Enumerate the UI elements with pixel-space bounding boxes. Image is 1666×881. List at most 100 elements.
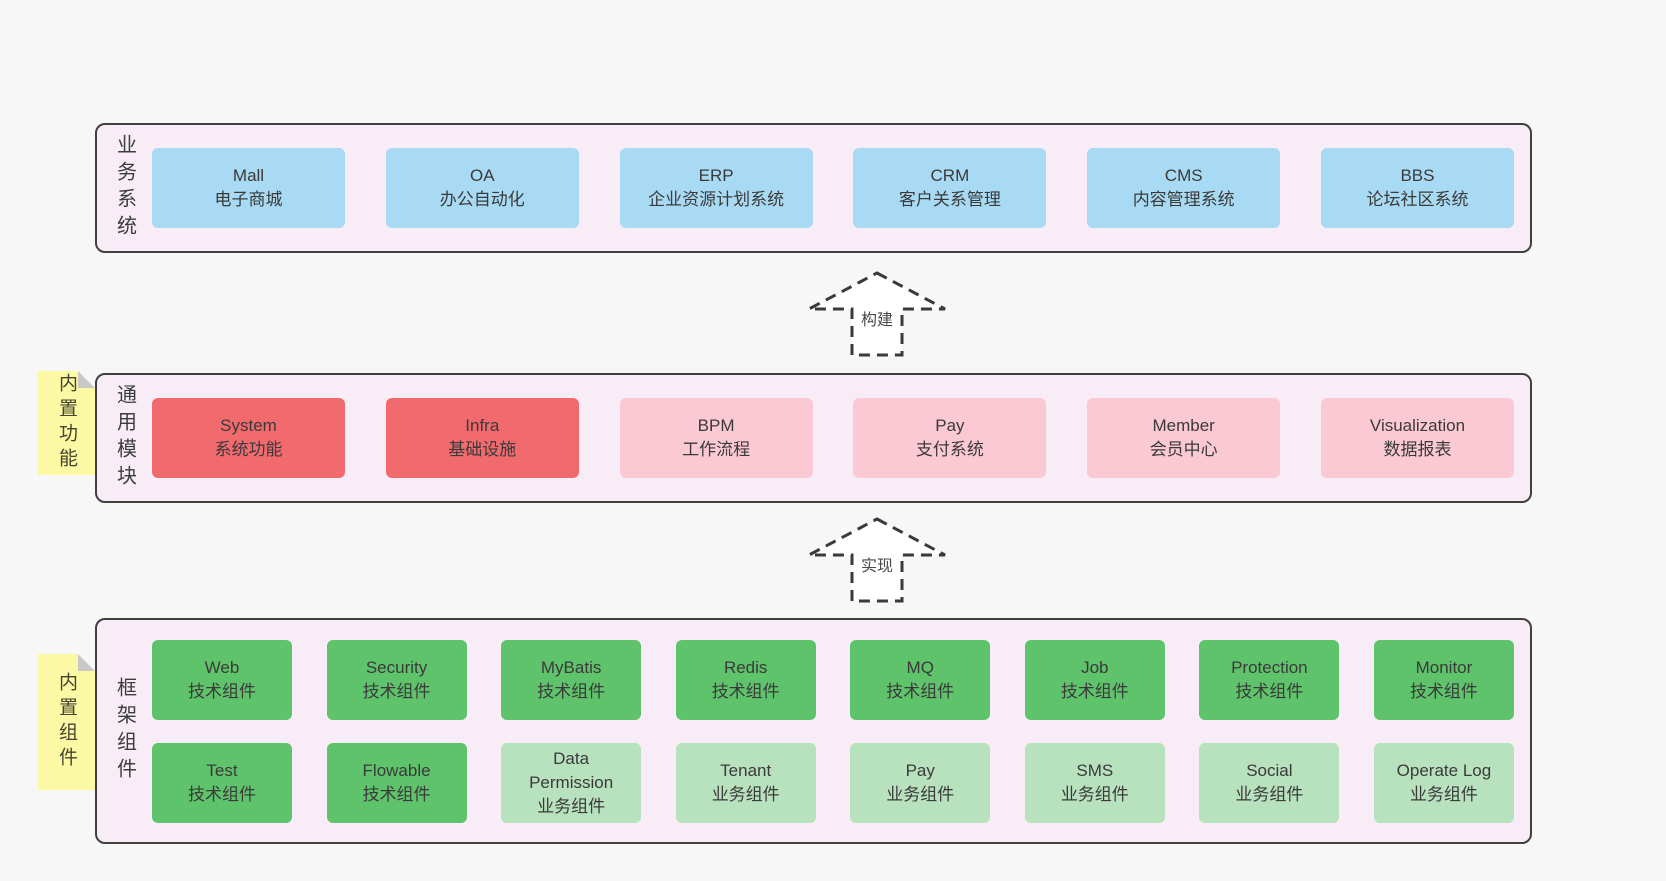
- box-title: OA: [470, 166, 495, 185]
- box-mq: MQ 技术组件: [850, 639, 991, 720]
- box-erp: ERP 企业资源计划系统: [619, 148, 813, 228]
- box-pay: Pay 支付系统: [853, 398, 1047, 478]
- box-subtitle: 会员中心: [1149, 440, 1218, 459]
- box-subtitle: 业务组件: [711, 784, 780, 804]
- box-subtitle: 论坛社区系统: [1366, 190, 1469, 209]
- box-protection: Protection 技术组件: [1199, 639, 1340, 720]
- builtin-features-sticky-note: 内置功能: [38, 371, 95, 475]
- box-subtitle: 技术组件: [1060, 681, 1129, 701]
- box-title: CMS: [1164, 166, 1203, 185]
- box-subtitle: 技术组件: [1409, 681, 1478, 701]
- box-subtitle: 技术组件: [537, 681, 606, 701]
- box-title: Monitor: [1415, 657, 1473, 677]
- implement-arrow-label: 实现: [858, 552, 896, 576]
- box-bpm: BPM 工作流程: [619, 398, 813, 478]
- box-subtitle: 基础设施: [448, 440, 517, 459]
- box-subtitle: 技术组件: [711, 681, 780, 701]
- box-title: Operate Log: [1396, 760, 1492, 780]
- box-redis: Redis 技术组件: [675, 639, 816, 720]
- box-test: Test 技术组件: [152, 742, 292, 823]
- box-title: Pay: [905, 760, 935, 780]
- framework-components-label: 框架组件: [113, 677, 136, 785]
- box-visualization: Visualization 数据报表: [1320, 398, 1514, 478]
- box-title: Security: [365, 657, 428, 677]
- box-social: Social 业务组件: [1199, 742, 1340, 823]
- box-subtitle: 数据报表: [1383, 440, 1452, 459]
- box-monitor: Monitor 技术组件: [1373, 639, 1514, 720]
- box-title: Protection: [1231, 657, 1308, 677]
- box-subtitle: 技术组件: [362, 784, 431, 804]
- box-subtitle: 技术组件: [188, 784, 256, 804]
- sticky-fold-corner: [78, 371, 95, 388]
- box-subtitle: 企业资源计划系统: [648, 190, 785, 209]
- build-arrow-label: 构建: [858, 306, 896, 330]
- box-flowable: Flowable 技术组件: [326, 742, 467, 823]
- implement-arrow: 实现: [806, 516, 948, 604]
- box-title: Social: [1246, 760, 1293, 780]
- box-title: Redis: [723, 657, 768, 677]
- box-title: Visualization: [1369, 416, 1466, 435]
- box-subtitle: 业务组件: [1409, 784, 1478, 804]
- box-title: Web: [204, 657, 240, 677]
- box-subtitle: 业务组件: [886, 784, 955, 804]
- box-title: Test: [206, 760, 238, 780]
- business-systems-content: Mall 电子商城 OA 办公自动化 ERP 企业资源计划系统 CRM 客户关系管理 CMS 内容…: [152, 125, 1530, 251]
- box-title: Mall: [232, 166, 265, 185]
- box-title: BPM: [697, 416, 735, 435]
- box-data-permission: Data Permission 业务组件: [501, 742, 642, 823]
- box-subtitle: 业务组件: [537, 796, 606, 816]
- box-web: Web 技术组件: [152, 639, 292, 720]
- box-subtitle: 技术组件: [886, 681, 955, 701]
- box-subtitle: 业务组件: [1235, 784, 1304, 804]
- box-title: Data Permission: [529, 748, 614, 792]
- box-oa: OA 办公自动化: [385, 148, 579, 228]
- box-subtitle: 内容管理系统: [1132, 190, 1235, 209]
- box-tenant: Tenant 业务组件: [675, 742, 816, 823]
- box-subtitle: 支付系统: [915, 440, 984, 459]
- box-subtitle: 电子商城: [214, 190, 283, 209]
- panel-label-column: 业务系统: [97, 125, 152, 251]
- box-member: Member 会员中心: [1087, 398, 1281, 478]
- box-job: Job 技术组件: [1024, 639, 1165, 720]
- box-subtitle: 技术组件: [188, 681, 256, 701]
- box-title: Tenant: [720, 760, 772, 780]
- box-title: CRM: [930, 166, 970, 185]
- box-title: ERP: [698, 166, 734, 185]
- box-bbs: BBS 论坛社区系统: [1320, 148, 1514, 228]
- box-title: Pay: [935, 416, 965, 435]
- box-subtitle: 技术组件: [1235, 681, 1304, 701]
- box-title: Job: [1081, 657, 1109, 677]
- box-cms: CMS 内容管理系统: [1087, 148, 1281, 228]
- box-crm: CRM 客户关系管理: [853, 148, 1047, 228]
- box-subtitle: 业务组件: [1060, 784, 1129, 804]
- sticky-fold-corner: [78, 654, 95, 671]
- common-modules-label: 通用模块: [113, 384, 136, 492]
- box-subtitle: 工作流程: [682, 440, 751, 459]
- box-title: BBS: [1400, 166, 1435, 185]
- box-title: Member: [1152, 416, 1215, 435]
- build-arrow: 构建: [806, 270, 948, 358]
- business-systems-label: 业务系统: [113, 134, 136, 242]
- box-title: MQ: [906, 657, 934, 677]
- business-systems-panel: 业务系统 Mall 电子商城 OA 办公自动化 ERP 企业资源计划系统 CRM 客户关系管理…: [95, 123, 1532, 253]
- builtin-components-sticky-label: 内置组件: [56, 672, 77, 772]
- builtin-components-sticky-note: 内置组件: [38, 654, 95, 790]
- box-title: System: [220, 416, 277, 435]
- box-subtitle: 办公自动化: [439, 190, 525, 209]
- box-subtitle: 客户关系管理: [898, 190, 1001, 209]
- box-mall: Mall 电子商城: [152, 148, 345, 228]
- panel-label-column: 通用模块: [97, 375, 152, 501]
- box-title: Flowable: [362, 760, 431, 780]
